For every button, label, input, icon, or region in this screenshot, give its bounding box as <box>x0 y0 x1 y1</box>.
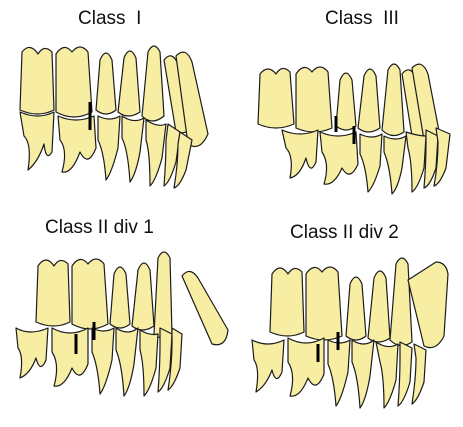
lower-canine <box>406 132 426 192</box>
upper-molar-1 <box>72 259 108 329</box>
upper-premolar-1 <box>368 271 390 342</box>
lower-molar-2 <box>16 328 48 378</box>
lower-arch <box>16 328 182 396</box>
panel-title-class-2-div-1: Class II div 1 <box>45 217 154 239</box>
upper-premolar-1 <box>358 69 380 132</box>
upper-canine <box>154 252 172 338</box>
upper-premolar-2 <box>346 277 366 340</box>
lower-premolar-1 <box>384 136 406 194</box>
lower-arch <box>20 112 192 188</box>
upper-molar-2 <box>270 268 304 336</box>
lower-premolar-1 <box>116 328 138 396</box>
lower-canine <box>376 342 398 408</box>
upper-premolar-2 <box>336 73 356 130</box>
lower-molar-2 <box>20 112 54 170</box>
panel-title-class-1: Class I <box>78 8 141 30</box>
lower-arch <box>282 128 450 194</box>
upper-canine <box>382 64 404 136</box>
upper-premolar-2 <box>96 53 116 114</box>
dentition-class-3 <box>240 40 463 215</box>
upper-molar-1 <box>56 47 92 117</box>
upper-incisor-retroclined <box>408 262 448 348</box>
upper-premolar-1 <box>118 51 140 116</box>
panel-title-class-3: Class III <box>325 8 399 30</box>
upper-molar-2 <box>20 47 54 114</box>
dentition-class-2-div-1 <box>0 248 230 423</box>
upper-canine <box>390 258 412 346</box>
dentition-class-2-div-2 <box>240 252 463 427</box>
upper-arch <box>258 64 440 142</box>
lower-molar-1 <box>52 328 88 386</box>
lower-canine <box>140 330 158 396</box>
upper-premolar-1 <box>132 263 154 330</box>
upper-premolar-2 <box>110 267 130 328</box>
lower-premolar-1 <box>352 340 374 408</box>
lower-molar-2 <box>252 340 284 392</box>
lower-premolar-2 <box>360 134 382 192</box>
lower-incisor-1 <box>398 342 412 406</box>
dentition-class-1 <box>0 40 230 215</box>
upper-arch <box>270 258 448 348</box>
upper-molar-1 <box>306 267 342 340</box>
lower-premolar-2 <box>98 116 120 180</box>
upper-molar-2 <box>258 68 294 128</box>
upper-molar-1 <box>296 67 332 132</box>
lower-incisor-2 <box>412 344 426 404</box>
upper-incisor-proclined <box>182 271 228 344</box>
lower-canine <box>146 120 166 186</box>
upper-canine <box>142 46 164 121</box>
lower-molar-2 <box>282 130 318 178</box>
lower-premolar-1 <box>122 116 144 182</box>
upper-molar-2 <box>36 260 70 326</box>
panel-title-class-2-div-2: Class II div 2 <box>290 222 399 244</box>
lower-molar-1 <box>320 132 358 184</box>
